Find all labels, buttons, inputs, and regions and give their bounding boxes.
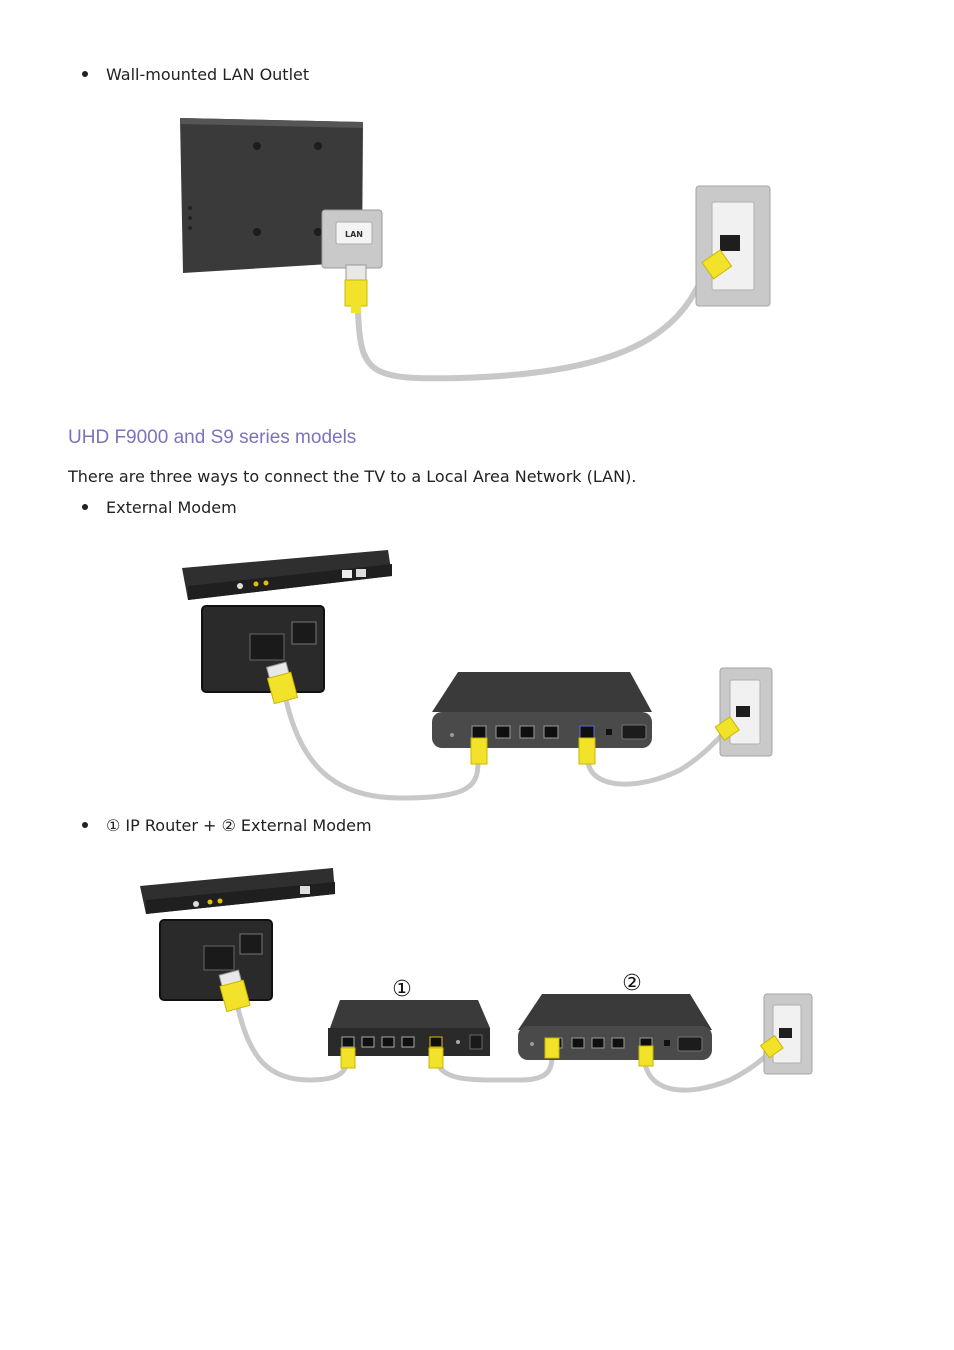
external-modem-device: [432, 672, 652, 748]
rj45-connector-wall: [714, 716, 740, 741]
wall-lan-outlet: [719, 667, 773, 757]
rj45-connector-router-lan: [340, 1047, 356, 1069]
section-heading: UHD F9000 and S9 series models: [68, 427, 357, 448]
figure-tv-to-wall-outlet: LAN: [180, 118, 771, 382]
modem-marker: ②: [622, 971, 642, 996]
router-marker: ①: [392, 977, 412, 1002]
lan-port-callout: LAN: [321, 209, 383, 269]
wall-lan-outlet: [695, 185, 771, 307]
rj45-connector-tv: [344, 264, 368, 313]
bullet-router-modem: ① IP Router + ② External Modem: [82, 816, 372, 836]
lan-cable-modem-to-wall: [641, 1049, 773, 1093]
rj45-connector-wall: [701, 249, 733, 280]
figure-external-modem: [182, 550, 773, 801]
rj45-connector-tv: [266, 661, 299, 705]
bullet-text: ① IP Router + ② External Modem: [106, 816, 372, 835]
lan-cable-tv-to-modem: [283, 697, 481, 801]
lan-port-zoom-callout: [159, 919, 273, 1001]
one-connect-box: [140, 868, 335, 914]
lan-port-zoom-callout: [201, 605, 325, 693]
rj45-connector-modem-lan: [470, 737, 488, 765]
bullet-text: Wall-mounted LAN Outlet: [106, 65, 310, 84]
lan-cable-router-to-modem: [433, 1053, 555, 1083]
lan-cable-tv-to-router: [235, 1005, 351, 1083]
lan-port-label: LAN: [345, 230, 363, 239]
lan-cable: [355, 257, 717, 382]
one-connect-box: [182, 550, 392, 600]
section-intro: There are three ways to connect the TV t…: [68, 467, 637, 486]
bullet-wall-outlet: Wall-mounted LAN Outlet: [82, 65, 309, 85]
ip-router-device: [328, 1000, 490, 1056]
rj45-connector-modem-wan: [578, 737, 596, 765]
rj45-connector-wall: [759, 1034, 784, 1059]
bullet-dot: [82, 503, 88, 510]
rj45-connector-router-wan: [428, 1047, 444, 1069]
bullet-dot: [82, 821, 88, 828]
wall-lan-outlet: [763, 993, 813, 1075]
rj45-connector-modem-lan: [544, 1037, 560, 1059]
tv-back-panel: [180, 118, 363, 273]
external-modem-device: [518, 994, 712, 1060]
bullet-dot: [82, 70, 88, 77]
lan-cable-modem-to-wall: [585, 732, 725, 787]
rj45-connector-modem-wan: [638, 1045, 654, 1067]
rj45-connector-tv: [218, 969, 251, 1013]
bullet-text: External Modem: [106, 498, 237, 517]
figure-router-and-modem: ① ②: [140, 868, 813, 1093]
bullet-external-modem: External Modem: [82, 498, 237, 518]
